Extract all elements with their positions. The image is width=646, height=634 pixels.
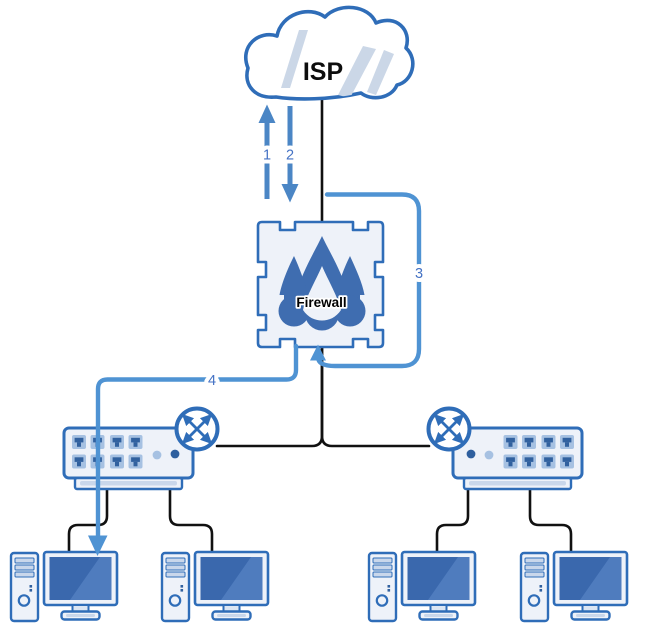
cable-switchright-to-ws3 [435,487,470,555]
workstation-4 [519,550,629,623]
cable-switchright-to-ws4 [528,487,573,555]
flow-arrow-2-down [281,106,299,203]
cable-switchleft-to-ws1 [67,487,109,555]
flow-label-3: 3 [415,266,423,282]
arrowhead-down-icon [281,184,299,203]
isp-cloud-node: ISP [244,5,415,101]
cloud-sheen [281,30,394,98]
workstation-2 [160,550,270,623]
workstation-1 [9,550,119,623]
link-firewall-to-switch-right [320,343,431,448]
switch-right-node [429,409,583,490]
link-firewall-to-switch-left [215,343,324,448]
cable-switchleft-to-ws2 [168,487,214,555]
firewall-label: Firewall [296,295,346,310]
firewall-node: Firewall [256,220,385,349]
arrowhead-up-icon [310,344,326,361]
arrowhead-up-icon [258,104,276,123]
flow-label-1: 1 [263,148,271,164]
flow-arrow-3-loop [310,192,422,369]
flow-label-2: 2 [286,148,294,164]
flow-label-4: 4 [208,373,216,389]
flow-arrow-1-up [258,104,276,199]
switch-left-node [64,409,218,490]
flow-arrow-4-to-workstation [88,343,299,556]
arrowhead-down-icon [88,535,108,556]
flame-icon [278,236,366,331]
isp-label: ISP [303,58,343,86]
workstation-3 [367,550,477,623]
